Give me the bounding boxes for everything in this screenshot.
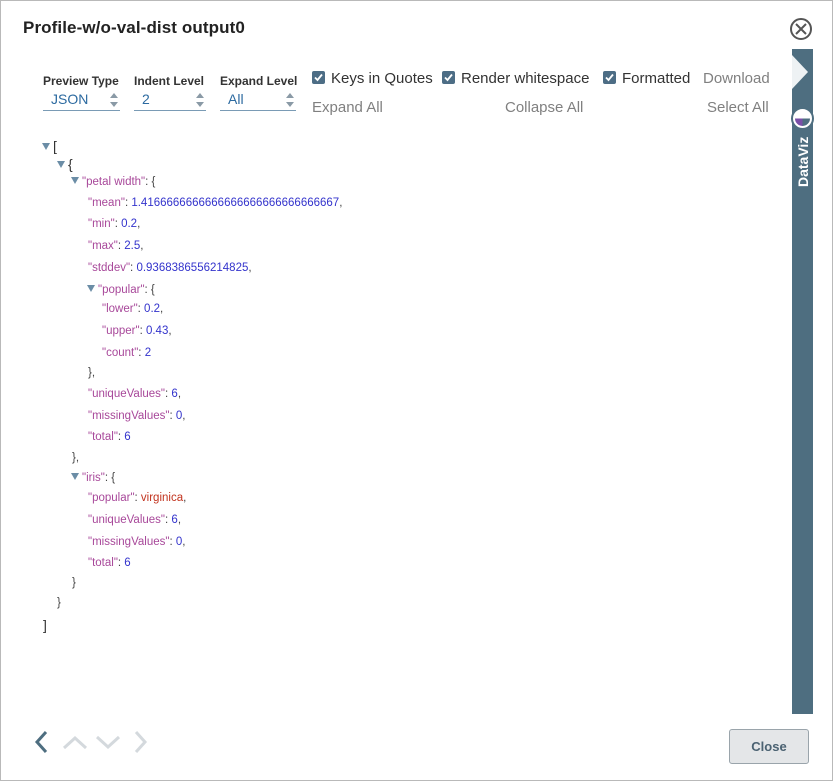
expand-level-label: Expand Level xyxy=(220,74,298,88)
tree-line: "total": 6 xyxy=(88,557,131,569)
tree-line: "mean": 1.416666666666666666666666666666… xyxy=(88,197,343,209)
select-arrows-icon xyxy=(286,93,294,107)
select-arrows-icon xyxy=(110,93,118,107)
render-whitespace-checkbox[interactable]: Render whitespace xyxy=(442,70,589,87)
tree-line: [ xyxy=(42,138,57,154)
formatted-label: Formatted xyxy=(622,70,691,87)
keys-in-quotes-label: Keys in Quotes xyxy=(331,70,433,87)
tree-line: "lower": 0.2, xyxy=(102,303,164,315)
select-all-link[interactable]: Select All xyxy=(707,99,769,116)
dialog-title: Profile-w/o-val-dist output0 xyxy=(23,18,245,37)
preview-type-label: Preview Type xyxy=(43,74,119,88)
dataviz-label[interactable]: DataViz xyxy=(795,136,811,187)
dataviz-icon[interactable] xyxy=(791,107,814,130)
keys-in-quotes-checkbox[interactable]: Keys in Quotes xyxy=(312,70,433,87)
tree-line: "iris": { xyxy=(71,472,115,484)
close-button[interactable]: Close xyxy=(729,729,809,764)
expand-all-link[interactable]: Expand All xyxy=(312,99,383,116)
tree-line: "min": 0.2, xyxy=(88,218,141,230)
tree-line: "missingValues": 0, xyxy=(88,410,186,422)
tree-line: "total": 6 xyxy=(88,431,131,443)
tree-line: "popular": virginica, xyxy=(88,492,187,504)
tree-line: { xyxy=(57,156,73,172)
tree-line: "uniqueValues": 6, xyxy=(88,388,182,400)
tree-line: }, xyxy=(72,452,80,464)
collapse-triangle-icon[interactable] xyxy=(87,285,95,292)
indent-level-value: 2 xyxy=(142,91,150,107)
tree-line: "missingValues": 0, xyxy=(88,536,186,548)
collapse-triangle-icon[interactable] xyxy=(42,143,50,150)
tree-line: "uniqueValues": 6, xyxy=(88,514,182,526)
collapse-triangle-icon[interactable] xyxy=(71,473,79,480)
dataviz-sidebar[interactable] xyxy=(792,49,813,714)
checkbox-checked-icon xyxy=(312,71,325,84)
collapse-all-link[interactable]: Collapse All xyxy=(505,99,584,116)
tree-line: "max": 2.5, xyxy=(88,240,144,252)
next-arrow-icon[interactable] xyxy=(131,729,151,755)
sidebar-notch-icon xyxy=(792,49,813,95)
down-arrow-icon[interactable] xyxy=(94,729,122,755)
formatted-checkbox[interactable]: Formatted xyxy=(603,70,690,87)
tree-line: "upper": 0.43, xyxy=(102,325,172,337)
checkbox-checked-icon xyxy=(603,71,616,84)
indent-level-select[interactable]: 2 xyxy=(134,89,206,111)
tree-line: "popular": { xyxy=(87,284,155,296)
collapse-triangle-icon[interactable] xyxy=(57,161,65,168)
close-dialog-icon[interactable] xyxy=(790,18,812,40)
tree-line: } xyxy=(57,597,61,609)
tree-line: } xyxy=(72,577,76,589)
up-arrow-icon[interactable] xyxy=(61,729,89,755)
expand-level-value: All xyxy=(228,91,244,107)
collapse-triangle-icon[interactable] xyxy=(71,177,79,184)
preview-type-select[interactable]: JSON xyxy=(43,89,120,111)
select-arrows-icon xyxy=(196,93,204,107)
download-link[interactable]: Download xyxy=(703,70,770,87)
tree-line: }, xyxy=(88,367,96,379)
tree-line: ] xyxy=(43,617,47,633)
expand-level-select[interactable]: All xyxy=(220,89,296,111)
render-whitespace-label: Render whitespace xyxy=(461,70,590,87)
tree-line: "petal width": { xyxy=(71,176,155,188)
indent-level-label: Indent Level xyxy=(134,74,205,88)
checkbox-checked-icon xyxy=(442,71,455,84)
prev-arrow-icon[interactable] xyxy=(31,729,51,755)
tree-line: "stddev": 0.9368386556214825, xyxy=(88,262,252,274)
tree-line: "count": 2 xyxy=(102,347,152,359)
preview-type-value: JSON xyxy=(51,91,89,107)
